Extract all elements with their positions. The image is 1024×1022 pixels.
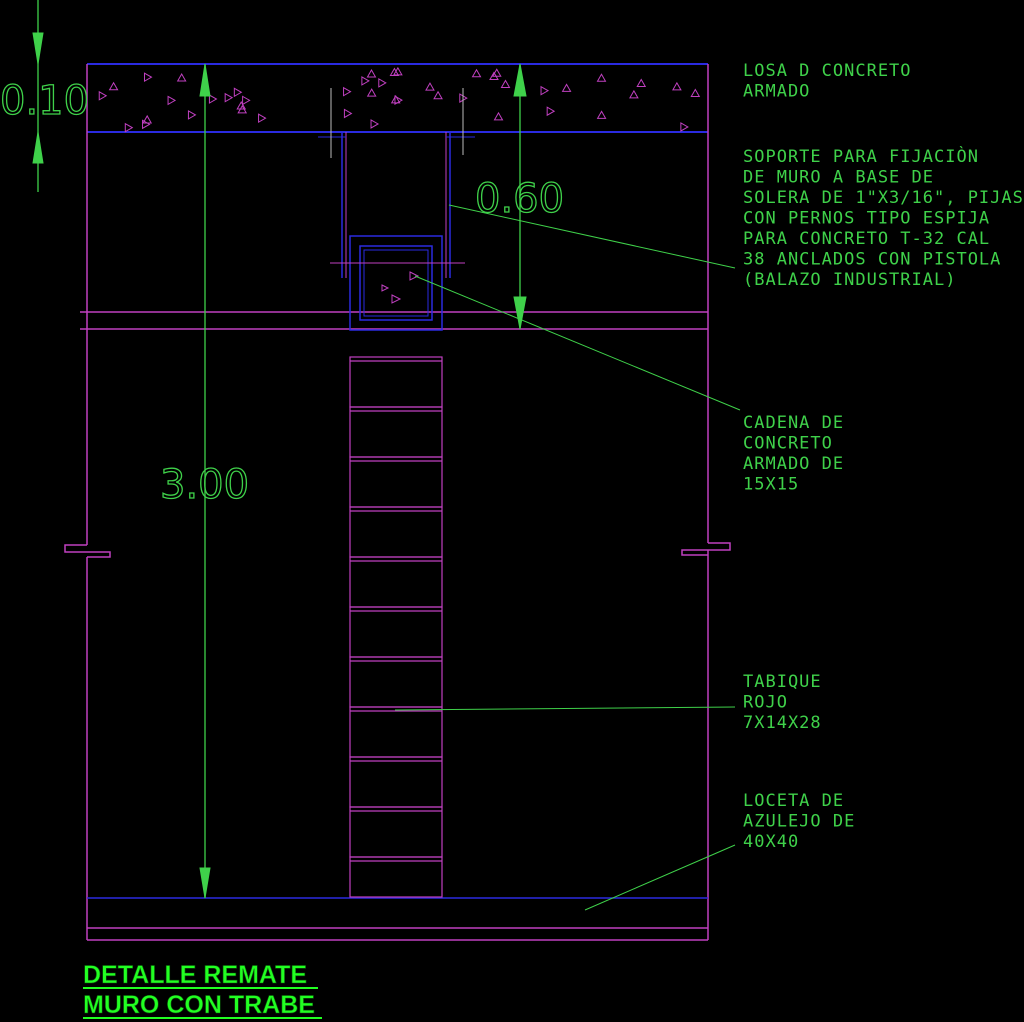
- brick: [349, 706, 443, 758]
- leader-lines: [394, 204, 741, 911]
- aggregate-mark: [366, 88, 377, 97]
- label-brick-line: ROJO: [743, 693, 788, 713]
- aggregate-mark: [343, 108, 353, 119]
- arrow-down-icon: [199, 867, 211, 899]
- brick: [349, 656, 443, 708]
- arrow-down-icon: [513, 296, 527, 330]
- aggregate-mark: [208, 94, 218, 104]
- aggregate-mark: [491, 68, 502, 77]
- label-support-line: CON PERNOS TIPO ESPIJA: [743, 209, 990, 229]
- aggregate-mark: [361, 76, 370, 86]
- aggregate-mark: [233, 87, 243, 98]
- aggregate-mark: [236, 100, 247, 110]
- brick: [349, 456, 443, 508]
- aggregate-mark: [343, 86, 352, 97]
- aggregate-mark: [540, 85, 550, 96]
- aggregate-mark: [176, 73, 187, 82]
- aggregate-mark: [124, 122, 134, 133]
- label-tile-line: LOCETA DE: [743, 791, 844, 811]
- brick: [349, 756, 443, 808]
- label-tile-line: AZULEJO DE: [743, 812, 855, 832]
- aggregate-mark: [636, 78, 647, 88]
- aggregate-mark: [108, 81, 119, 91]
- aggregate-mark: [258, 113, 267, 124]
- label-support-line: 38 ANCLADOS CON PISTOLA: [743, 250, 1001, 270]
- aggregate-mark: [672, 81, 682, 91]
- concrete-slab: [87, 63, 708, 133]
- brick: [349, 356, 443, 408]
- aggregate-mark: [366, 68, 377, 78]
- aggregate-mark: [596, 110, 607, 119]
- dimension-beam: 0.60: [475, 176, 564, 222]
- aggregate-mark: [425, 82, 435, 91]
- aggregate-mark: [471, 68, 482, 78]
- aggregate-mark: [500, 79, 511, 88]
- aggregate-mark: [489, 71, 499, 80]
- aggregate-mark: [680, 122, 689, 132]
- label-slab-line: ARMADO: [743, 82, 810, 102]
- aggregate-mark: [596, 73, 607, 82]
- aggregate-mark: [433, 90, 443, 100]
- label-support-line: PARA CONCRETO T-32 CAL: [743, 229, 990, 249]
- aggregate-mark: [242, 95, 251, 106]
- label-brick-line: 7X14X28: [743, 713, 822, 733]
- aggregate-mark: [378, 78, 387, 88]
- aggregate-mark: [493, 111, 504, 121]
- aggregate-mark: [143, 72, 153, 83]
- arrow-up-icon: [513, 63, 527, 97]
- brick: [349, 506, 443, 558]
- label-chain-line: ARMADO DE: [743, 454, 844, 474]
- brick: [349, 406, 443, 458]
- label-support-line: SOPORTE PARA FIJACIÒN: [743, 145, 979, 167]
- aggregate-mark: [167, 95, 177, 106]
- dimension-wall-height: 3.00: [160, 462, 249, 508]
- aggregate-mark: [142, 114, 153, 124]
- aggregate-mark: [98, 90, 108, 101]
- aggregate-mark: [187, 110, 197, 120]
- aggregate-mark: [546, 106, 556, 117]
- label-support-line: (BALAZO INDUSTRIAL): [743, 270, 956, 290]
- aggregate-mark: [370, 119, 380, 129]
- brick: [349, 806, 443, 858]
- label-brick-line: TABIQUE: [743, 672, 822, 692]
- dimension-slab: 0.10: [0, 78, 89, 124]
- aggregate-mark: [394, 95, 403, 105]
- aggregate-mark: [224, 92, 234, 103]
- label-support-line: DE MURO A BASE DE: [743, 168, 934, 188]
- arrow-up-icon: [32, 131, 44, 164]
- title-line-1: DETALLE REMATE: [83, 961, 307, 989]
- arrow-down-icon: [32, 32, 44, 65]
- dimension-lines: [32, 0, 527, 899]
- aggregate-mark: [690, 88, 701, 98]
- concrete-chain-beam: [330, 235, 465, 331]
- label-tile-line: 40X40: [743, 832, 799, 852]
- label-chain-line: CONCRETO: [743, 434, 833, 454]
- brick-wall: [349, 356, 443, 898]
- aggregate-mark: [561, 83, 572, 92]
- label-slab-line: LOSA D CONCRETO: [743, 61, 912, 81]
- label-support-line: SOLERA DE 1"X3/16", PIJAS: [743, 188, 1024, 208]
- aggregate-mark: [390, 94, 401, 104]
- aggregate-mark: [142, 119, 151, 130]
- brick: [349, 606, 443, 658]
- label-chain-line: CADENA DE: [743, 413, 844, 433]
- wall-outline: [64, 64, 731, 941]
- title-line-2: MURO CON TRABE: [83, 991, 315, 1019]
- brick: [349, 556, 443, 608]
- arrow-up-icon: [199, 63, 211, 97]
- aggregate-mark: [389, 67, 400, 77]
- label-chain-line: 15X15: [743, 475, 799, 495]
- aggregate-mark: [629, 89, 639, 99]
- aggregate-mark: [237, 104, 248, 114]
- brick: [349, 856, 443, 898]
